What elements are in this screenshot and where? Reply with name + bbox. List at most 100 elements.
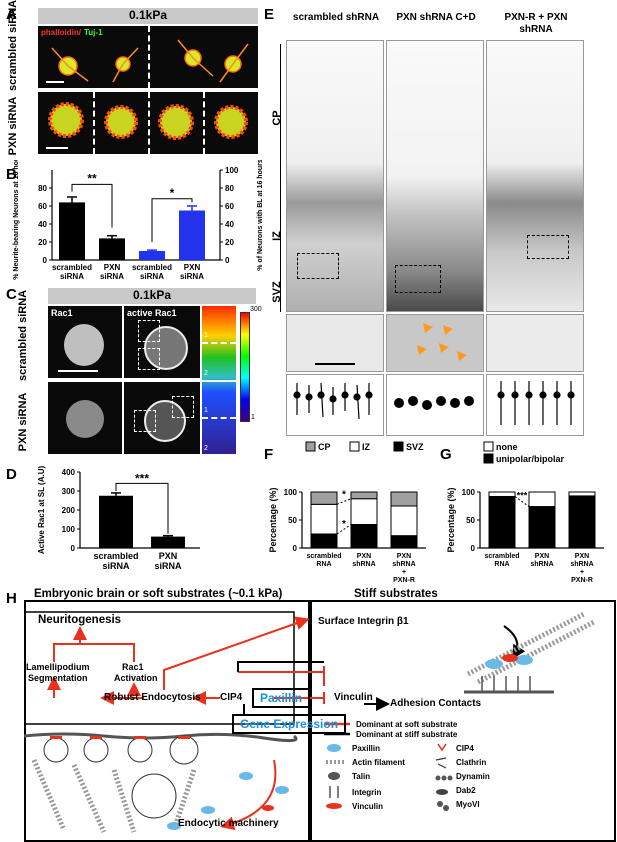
g-bar-segment — [528, 491, 556, 508]
f-legend-label: IZ — [362, 442, 371, 452]
f-category-label: shRNA — [352, 561, 375, 568]
d-sig: *** — [135, 471, 149, 485]
panel-e-tracing-scrambled — [286, 374, 384, 436]
zone-svz: SVZ — [271, 281, 283, 303]
zone-cp: CP — [271, 110, 283, 126]
b-category-label: PXN — [184, 263, 201, 272]
g-sig-line — [514, 496, 530, 507]
panel-e-tracing-rescue — [486, 374, 584, 436]
b-right-tick-label: 60 — [225, 202, 234, 211]
b-sig-2: * — [170, 186, 175, 200]
b-sig-1: ** — [87, 172, 97, 186]
colorbar-min: 1 — [251, 414, 255, 421]
panel-c-rac1-pxn — [48, 382, 122, 454]
panel-letter-d: D — [6, 466, 17, 483]
b-bar — [179, 210, 205, 260]
f-tick-label: 0 — [293, 544, 298, 553]
f-category-label: scrambled — [306, 553, 341, 560]
panel-c-header: 0.1kPa — [48, 288, 256, 304]
h-legend-stiff: Dominant at stiff substrate — [356, 730, 458, 739]
panel-c-active-pxn — [124, 382, 200, 454]
key-clathrin: Clathrin — [456, 758, 487, 767]
f-category-label: shRNA — [392, 561, 415, 568]
g-bar-segment — [488, 495, 516, 549]
g-category-label: PXN — [575, 553, 589, 560]
b-category-label: scrambled — [52, 263, 92, 272]
f-ylabel: Percentage (%) — [268, 487, 278, 552]
colorbar-max: 300 — [250, 306, 262, 313]
label-active-rac1: active Rac1 — [127, 308, 177, 318]
d-tick-label: 100 — [62, 525, 76, 534]
f-category-label: + — [402, 569, 406, 576]
f-legend-swatch — [305, 441, 316, 452]
f-category-label: PXN — [397, 553, 411, 560]
f-category-label: RNA — [316, 561, 331, 568]
g-sig: *** — [517, 490, 528, 500]
key-dynamin: Dynamin — [456, 772, 490, 781]
panel-a-header: 0.1kPa — [38, 8, 258, 24]
h-machinery: Endocytic machinery — [178, 818, 279, 829]
h-cip4: CIP4 — [220, 692, 243, 703]
f-bar-segment — [310, 491, 338, 505]
key-dab2: Dab2 — [456, 786, 476, 795]
f-category-label: PXN — [357, 553, 371, 560]
g-bar-segment — [568, 495, 596, 549]
d-category-label: scrambled — [93, 551, 138, 561]
g-legend-swatch — [483, 441, 494, 452]
g-tick-label: 0 — [471, 544, 476, 553]
h-stiff-title: Stiff substrates — [354, 588, 438, 600]
h-lamellipodium: Lamellipodium — [26, 662, 90, 672]
panel-e-col1: scrambled shRNA — [292, 12, 380, 23]
h-gene-expression: Gene Expression — [232, 714, 347, 734]
b-right-tick-label: 80 — [225, 184, 234, 193]
b-left-tick-label: 20 — [38, 238, 47, 247]
b-category-label: siRNA — [60, 272, 84, 281]
b-category-label: siRNA — [140, 272, 164, 281]
panel-letter-g: G — [440, 446, 452, 463]
panel-a-row2-label: PXN siRNA — [7, 96, 19, 156]
panel-e-zoom-scrambled — [286, 314, 384, 372]
panel-e-zoom-rescue — [486, 314, 584, 372]
panel-e-section-rescue — [486, 40, 584, 312]
h-neuritogenesis: Neuritogenesis — [38, 614, 122, 626]
f-tick-label: 50 — [288, 516, 297, 525]
f-bar-segment — [310, 503, 338, 535]
panel-c-row2-label: PXN siRNA — [17, 392, 29, 452]
g-legend-swatch — [483, 453, 494, 464]
g-category-label: shRNA — [530, 561, 553, 568]
b-sig-bracket-1 — [71, 183, 113, 228]
b-right-tick-label: 0 — [225, 256, 230, 265]
d-tick-label: 400 — [62, 468, 76, 477]
d-ylabel: Active Rac1 at SL (A.U) — [37, 466, 46, 555]
panel-letter-a: A — [6, 6, 17, 23]
d-tick-label: 300 — [62, 487, 76, 496]
panel-letter-c: C — [6, 286, 17, 303]
b-sig-bracket-2 — [151, 198, 193, 242]
h-activation: Activation — [114, 673, 158, 683]
panel-e-zoom-pxn — [386, 314, 484, 372]
f-bar-segment — [390, 505, 418, 537]
panel-letter-e: E — [264, 6, 275, 23]
d-category-label: PXN — [159, 551, 178, 561]
b-right-tick-label: 40 — [225, 220, 234, 229]
f-bar-segment — [350, 491, 378, 500]
f-bar-segment — [350, 523, 378, 549]
b-category-label: scrambled — [132, 263, 172, 272]
b-ylabel-right: % of Neurons with BL at 16 hours — [257, 160, 264, 271]
g-legend-label: none — [496, 442, 518, 452]
key-cip4: CIP4 — [456, 744, 474, 753]
b-left-tick-label: 80 — [38, 184, 47, 193]
label-rac1: Rac1 — [51, 308, 73, 318]
f-legend-swatch — [393, 441, 404, 452]
zone-iz: IZ — [271, 231, 283, 241]
h-legend-soft: Dominant at soft substrate — [356, 720, 458, 729]
panel-letter-h: H — [6, 590, 17, 607]
panel-e-col3: PXN-R + PXN shRNA — [504, 12, 568, 35]
b-right-tick-label: 20 — [225, 238, 234, 247]
f-legend-swatch — [349, 441, 360, 452]
panel-letter-f: F — [264, 446, 274, 463]
